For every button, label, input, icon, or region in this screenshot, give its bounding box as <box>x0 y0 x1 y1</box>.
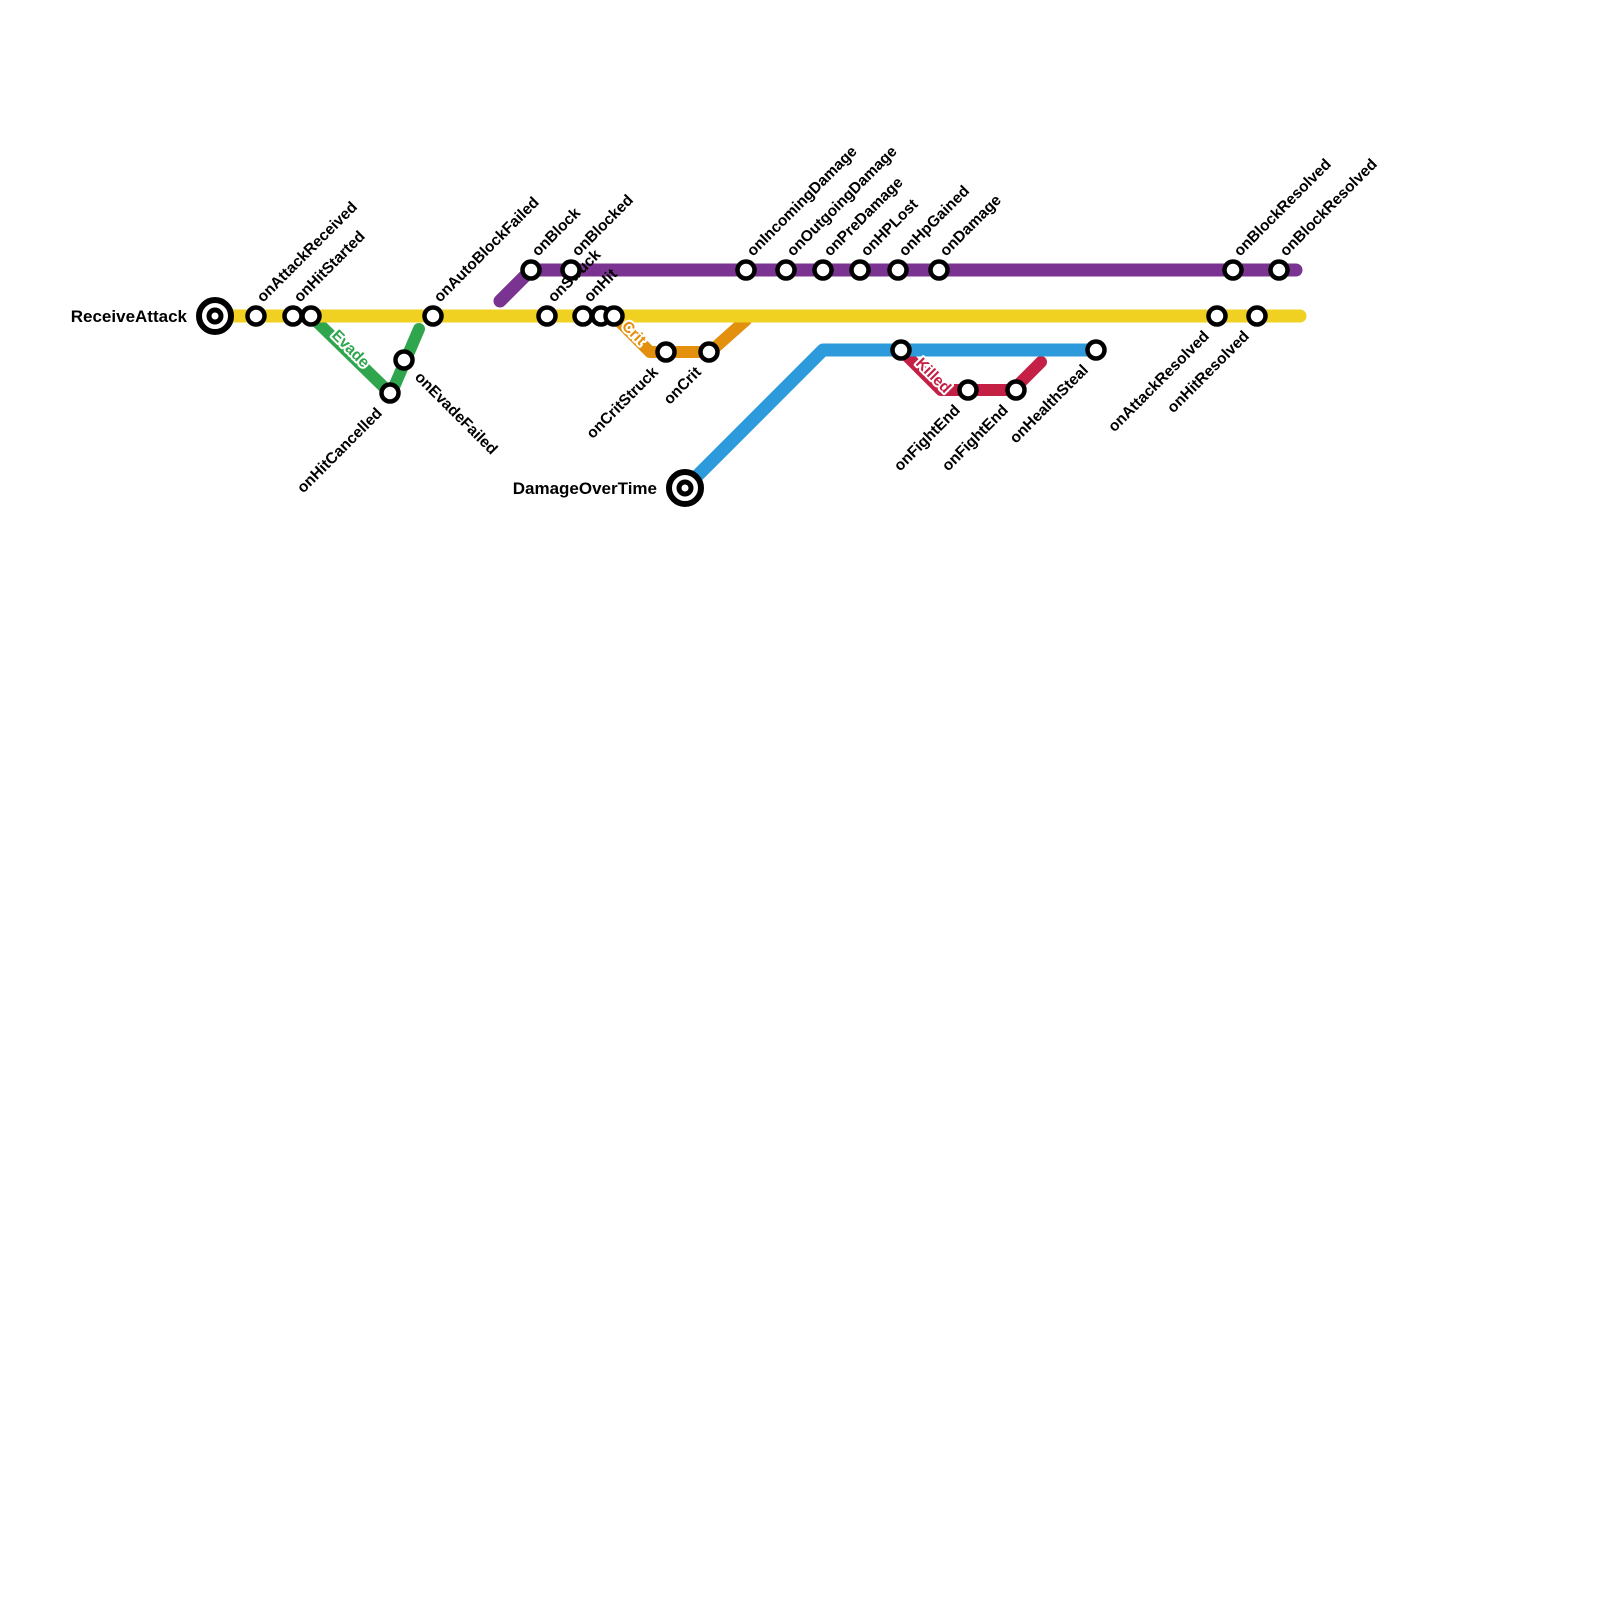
station-marker-junction <box>300 305 322 327</box>
station-marker-onHitResolved <box>1246 305 1268 327</box>
station-marker-onBlockResolved <box>1268 259 1290 281</box>
station-label-onCrit: onCrit <box>661 364 705 408</box>
station-label-onEvadeFailed: onEvadeFailed <box>411 369 500 458</box>
station-label-onAutoBlockFailed: onAutoBlockFailed <box>431 194 543 306</box>
station-marker-onHpGained <box>887 259 909 281</box>
station-marker-onStruck <box>536 305 558 327</box>
station-marker-onPreDamage <box>812 259 834 281</box>
station-marker-onAttackResolved <box>1206 305 1228 327</box>
station-marker-onHitCancelled <box>379 382 401 404</box>
station-marker-onAutoBlockFailed <box>422 305 444 327</box>
station-marker-onOutgoingDamage <box>775 259 797 281</box>
terminus-label-damage-over-time: DamageOverTime <box>513 479 657 498</box>
station-marker-onBlocked <box>560 259 582 281</box>
station-marker-onEvadeFailed <box>393 349 415 371</box>
station-marker-onDamage <box>928 259 950 281</box>
station-marker-onBlockResolved <box>1222 259 1244 281</box>
station-marker-onCritStruck <box>655 341 677 363</box>
station-label-onCritStruck: onCritStruck <box>583 364 662 443</box>
station-marker-onHealthSteal <box>1085 339 1107 361</box>
terminus-label-receive-attack: ReceiveAttack <box>71 307 188 326</box>
station-marker-onAttackReceived <box>245 305 267 327</box>
station-marker-onCrit <box>698 341 720 363</box>
station-marker-onFightEnd <box>957 379 979 401</box>
station-label-onHealthSteal: onHealthSteal <box>1007 362 1092 447</box>
station-label-onBlocked: onBlocked <box>569 192 637 260</box>
station-marker-junction <box>890 339 912 361</box>
station-marker-junction <box>603 305 625 327</box>
terminus-marker-inner-receive-attack <box>206 307 224 325</box>
station-marker-onHitStarted <box>282 305 304 327</box>
station-marker-onHit <box>572 305 594 327</box>
station-marker-onHPLost <box>849 259 871 281</box>
route-evade-branch <box>307 312 397 400</box>
station-marker-onFightEnd <box>1005 379 1027 401</box>
line-name-label-evade: Evade <box>328 327 373 372</box>
route-crit-branch <box>608 310 752 358</box>
terminus-marker-inner-damage-over-time <box>676 479 694 497</box>
station-marker-onIncomingDamage <box>735 259 757 281</box>
station-marker-onBlock <box>520 259 542 281</box>
station-label-onHitCancelled: onHitCancelled <box>294 405 386 497</box>
route-damage-over-time-line <box>678 343 1104 495</box>
